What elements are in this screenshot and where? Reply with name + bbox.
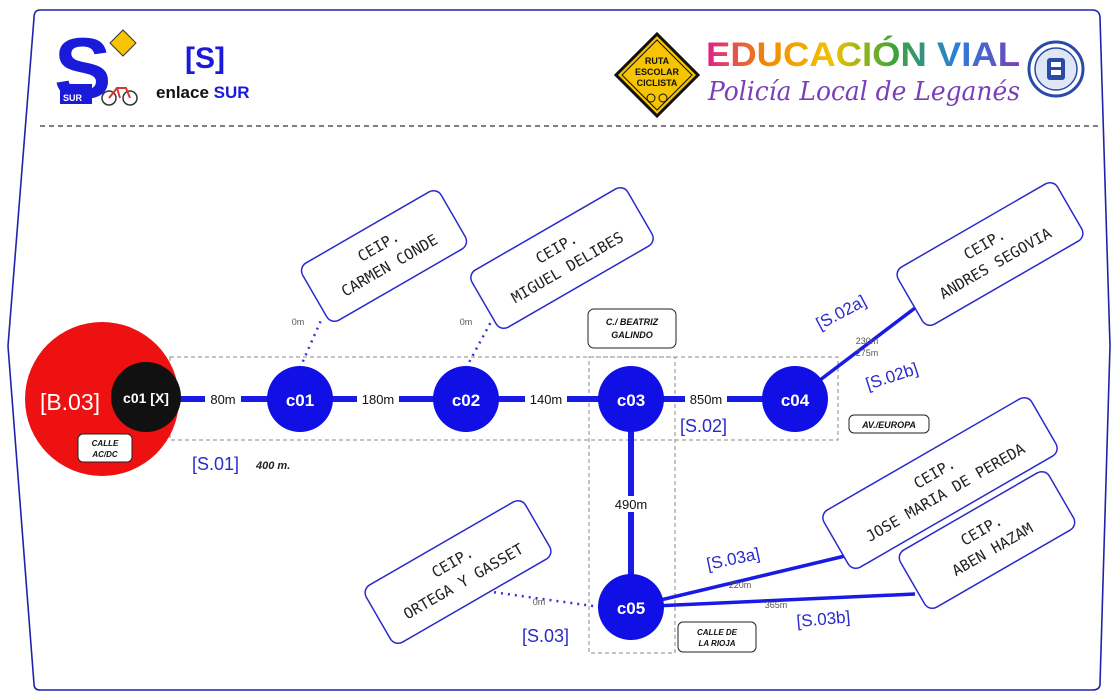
school-aben-hazam: CEIP. ABEN HAZAM xyxy=(898,470,1076,610)
edge-label-c01-c02: 180m xyxy=(362,392,395,407)
connector-miguel xyxy=(464,319,494,369)
educacion-vial-title: EDUCACIÓN VIAL Policía Local de Leganés xyxy=(706,36,1020,107)
street-acdc xyxy=(77,433,133,463)
leganes-seal-icon xyxy=(1027,40,1085,98)
street-beatriz-galindo: C./ BEATRIZ GALINDO xyxy=(587,308,677,349)
svg-text:LA RIOJA: LA RIOJA xyxy=(698,639,735,648)
svg-text:CALLE DE: CALLE DE xyxy=(697,628,738,637)
enlace-sur-logo: S SUR xyxy=(54,26,138,110)
title-line-1: EDUCACIÓN VIAL xyxy=(706,36,1020,74)
title-line-2: Policía Local de Leganés xyxy=(707,77,1020,107)
segment-s01: [S.01] xyxy=(192,454,239,474)
edge-label-hub-c01: 80m xyxy=(210,392,235,407)
node-c03: c03 xyxy=(598,366,664,432)
segment-s03: [S.03] xyxy=(522,626,569,646)
edge-label-miguel: 0m xyxy=(460,317,473,327)
edge-label-andres-a: 230m xyxy=(856,336,879,346)
ruta-escolar-sign-icon: RUTA ESCOLAR CICLISTA xyxy=(614,32,700,118)
hub-node-c01x xyxy=(111,362,181,432)
school-ortega-y-gasset: CEIP. ORTEGA Y GASSET xyxy=(364,499,552,645)
route-code: [S] xyxy=(185,42,225,75)
school-andres-segovia: CEIP. ANDRES SEGOVIA xyxy=(896,181,1084,327)
route-line-jose xyxy=(630,554,846,609)
edge-label-jose: 220m xyxy=(729,580,752,590)
edge-label-aben: 365m xyxy=(765,600,788,610)
svg-text:c05: c05 xyxy=(617,599,645,618)
svg-text:GALINDO: GALINDO xyxy=(611,330,653,340)
route-name-accent: SUR xyxy=(213,83,250,102)
hub-node-label: c01 [X] xyxy=(123,390,169,406)
svg-text:CICLISTA: CICLISTA xyxy=(637,78,678,88)
route-name: enlace SUR xyxy=(156,83,250,103)
bicycle-icon xyxy=(101,90,117,106)
zone-s03 xyxy=(588,356,676,654)
svg-text:c03: c03 xyxy=(617,391,645,410)
edge-label-c03-c05: 490m xyxy=(615,497,648,512)
node-c04: c04 xyxy=(762,366,828,432)
svg-text:c04: c04 xyxy=(781,391,810,410)
svg-text:c02: c02 xyxy=(452,391,480,410)
segment-s01-length: 400 m. xyxy=(255,460,290,472)
svg-text:ESCOLAR: ESCOLAR xyxy=(635,67,680,77)
node-c05: c05 xyxy=(598,574,664,640)
edge-label-carmen: 0m xyxy=(292,317,305,327)
street-av-europa: AV./EUROPA xyxy=(848,414,930,434)
segment-s02: [S.02] xyxy=(680,416,727,436)
svg-text:c01: c01 xyxy=(286,391,314,410)
street-la-rioja: CALLE DE LA RIOJA xyxy=(677,621,757,653)
zone-s01-s02 xyxy=(169,356,839,441)
segment-s02a: [S.02a] xyxy=(813,291,869,333)
edge-label-ortega: 0m xyxy=(533,597,546,607)
route-name-prefix: enlace xyxy=(156,83,209,102)
segment-s02b: [S.02b] xyxy=(863,359,920,394)
hub-label: [B.03] xyxy=(40,389,100,415)
svg-text:C./ BEATRIZ: C./ BEATRIZ xyxy=(606,317,659,327)
svg-text:AV./EUROPA: AV./EUROPA xyxy=(861,420,916,430)
route-line-aben xyxy=(630,592,916,609)
svg-text:AC/DC: AC/DC xyxy=(91,450,118,459)
edge-label-c03-c04: 850m xyxy=(690,392,723,407)
node-c02: c02 xyxy=(433,366,499,432)
edge-label-c02-c03: 140m xyxy=(530,392,563,407)
svg-text:RUTA: RUTA xyxy=(645,56,670,66)
segment-s03a: [S.03a] xyxy=(705,544,762,574)
edge-label-andres-b: 275m xyxy=(856,348,879,358)
svg-text:CALLE: CALLE xyxy=(92,439,119,448)
school-carmen-conde: CEIP. CARMEN CONDE xyxy=(300,189,468,323)
svg-text:SUR: SUR xyxy=(63,93,83,103)
hub-b03 xyxy=(25,322,179,476)
node-c01: c01 xyxy=(267,366,333,432)
segment-s03b: [S.03b] xyxy=(796,607,851,631)
